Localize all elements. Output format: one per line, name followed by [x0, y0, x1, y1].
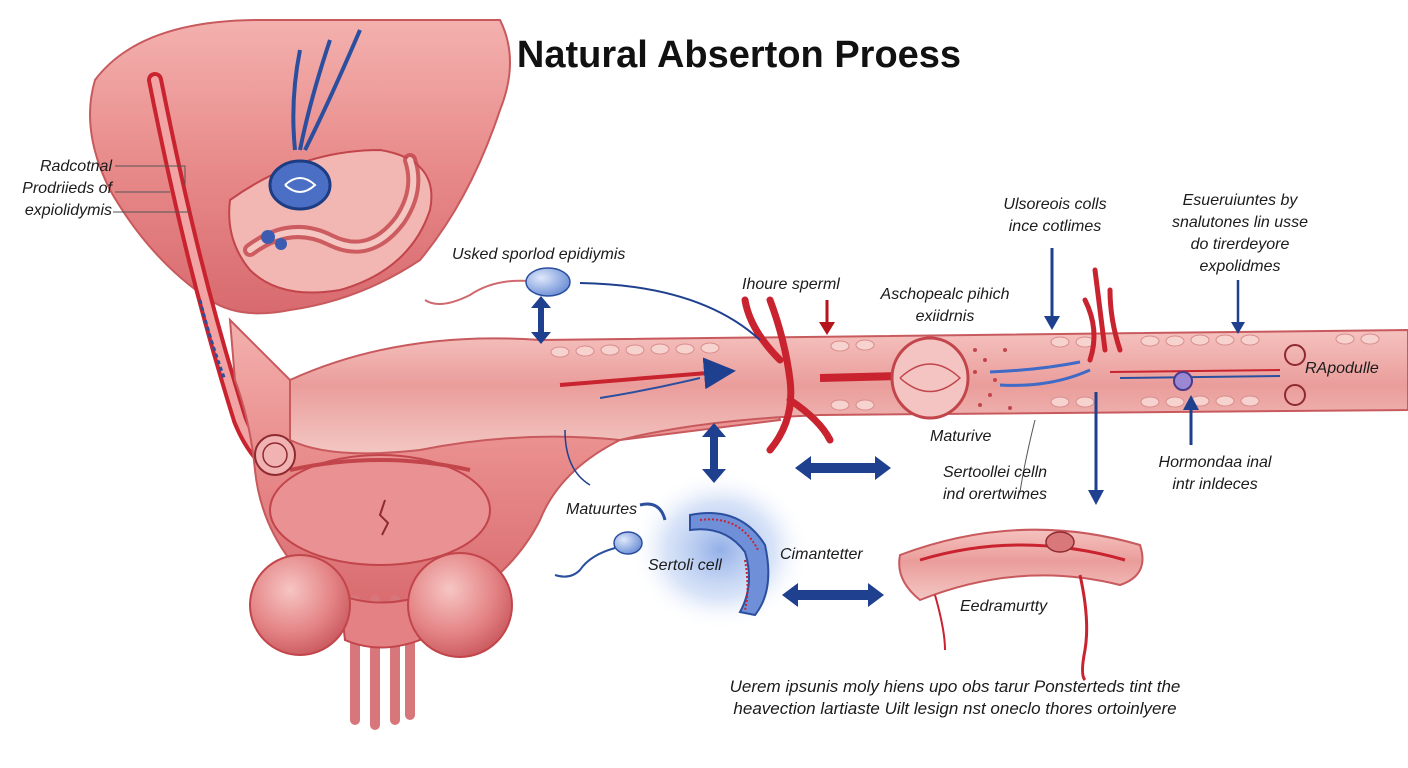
label-esueruiuntes: Esueruiuntes by snalutones lin usse do t…	[1171, 192, 1309, 275]
ring-marker	[254, 434, 296, 476]
label-matuurtes: Matuurtes	[566, 501, 638, 518]
label-usked: Usked sporlod epidiymis	[452, 246, 626, 263]
dot-cluster	[973, 348, 1012, 410]
label-aschopealc: Aschopealc pihich exiidrnis	[880, 286, 1010, 325]
vessel-branch-1	[741, 296, 834, 454]
label-sertoollei: Sertoollei celln ind orertwimes	[942, 464, 1048, 503]
curved-segment	[898, 528, 1144, 602]
label-rapodulle: RApodulle	[1305, 360, 1379, 377]
label-radcotnal: Radcotnal Prodriieds of expiolidymis	[22, 158, 112, 219]
sertoli-tube	[689, 512, 770, 617]
double-arrow-icon	[531, 296, 551, 344]
double-arrow-icon	[782, 583, 884, 607]
sperm-icon	[424, 267, 571, 305]
vessel-branch-2	[1082, 267, 1123, 363]
label-sertoli-cell: Sertoli cell	[648, 557, 722, 574]
label-usoreois: Ulsoreois colls ince cotlimes	[1003, 196, 1107, 235]
urethra	[350, 595, 415, 730]
down-arrow-icon	[1231, 280, 1245, 334]
blue-vessel	[291, 29, 362, 151]
tubule	[289, 328, 1408, 455]
up-arrow-icon	[1183, 395, 1199, 445]
double-arrow-icon	[702, 423, 726, 483]
caption-line-1: Uerem ipsunis moly hiens upo obs tarur P…	[729, 677, 1181, 696]
label-hormondaa: Hormondaa inal intr inldeces	[1158, 454, 1272, 493]
down-arrow-icon	[1088, 392, 1104, 505]
left-sphere	[249, 554, 351, 656]
diagram-title: Natural Absеrton Proess	[516, 34, 962, 76]
leader-lines	[113, 165, 1036, 493]
sperm-icon	[554, 531, 643, 578]
right-sphere	[407, 552, 513, 658]
trailing-vessel	[1078, 574, 1089, 682]
label-maturive: Maturive	[930, 428, 992, 445]
label-eedramurtty: Eedramurtty	[960, 598, 1048, 615]
blue-testis	[268, 159, 332, 211]
caption-line-2: heavection lartiaste Uilt lesign nst one…	[733, 699, 1177, 718]
down-arrow-icon	[819, 300, 835, 335]
tubule-cells	[550, 333, 1380, 411]
tubule-node	[890, 336, 970, 420]
prostate	[269, 454, 491, 566]
red-channel	[559, 357, 736, 390]
double-arrow-icon	[795, 456, 891, 480]
down-arrow-icon	[1044, 248, 1060, 330]
label-ihoure: Ihoure sperml	[742, 276, 840, 293]
label-cimantetter: Cimantetter	[780, 546, 863, 563]
